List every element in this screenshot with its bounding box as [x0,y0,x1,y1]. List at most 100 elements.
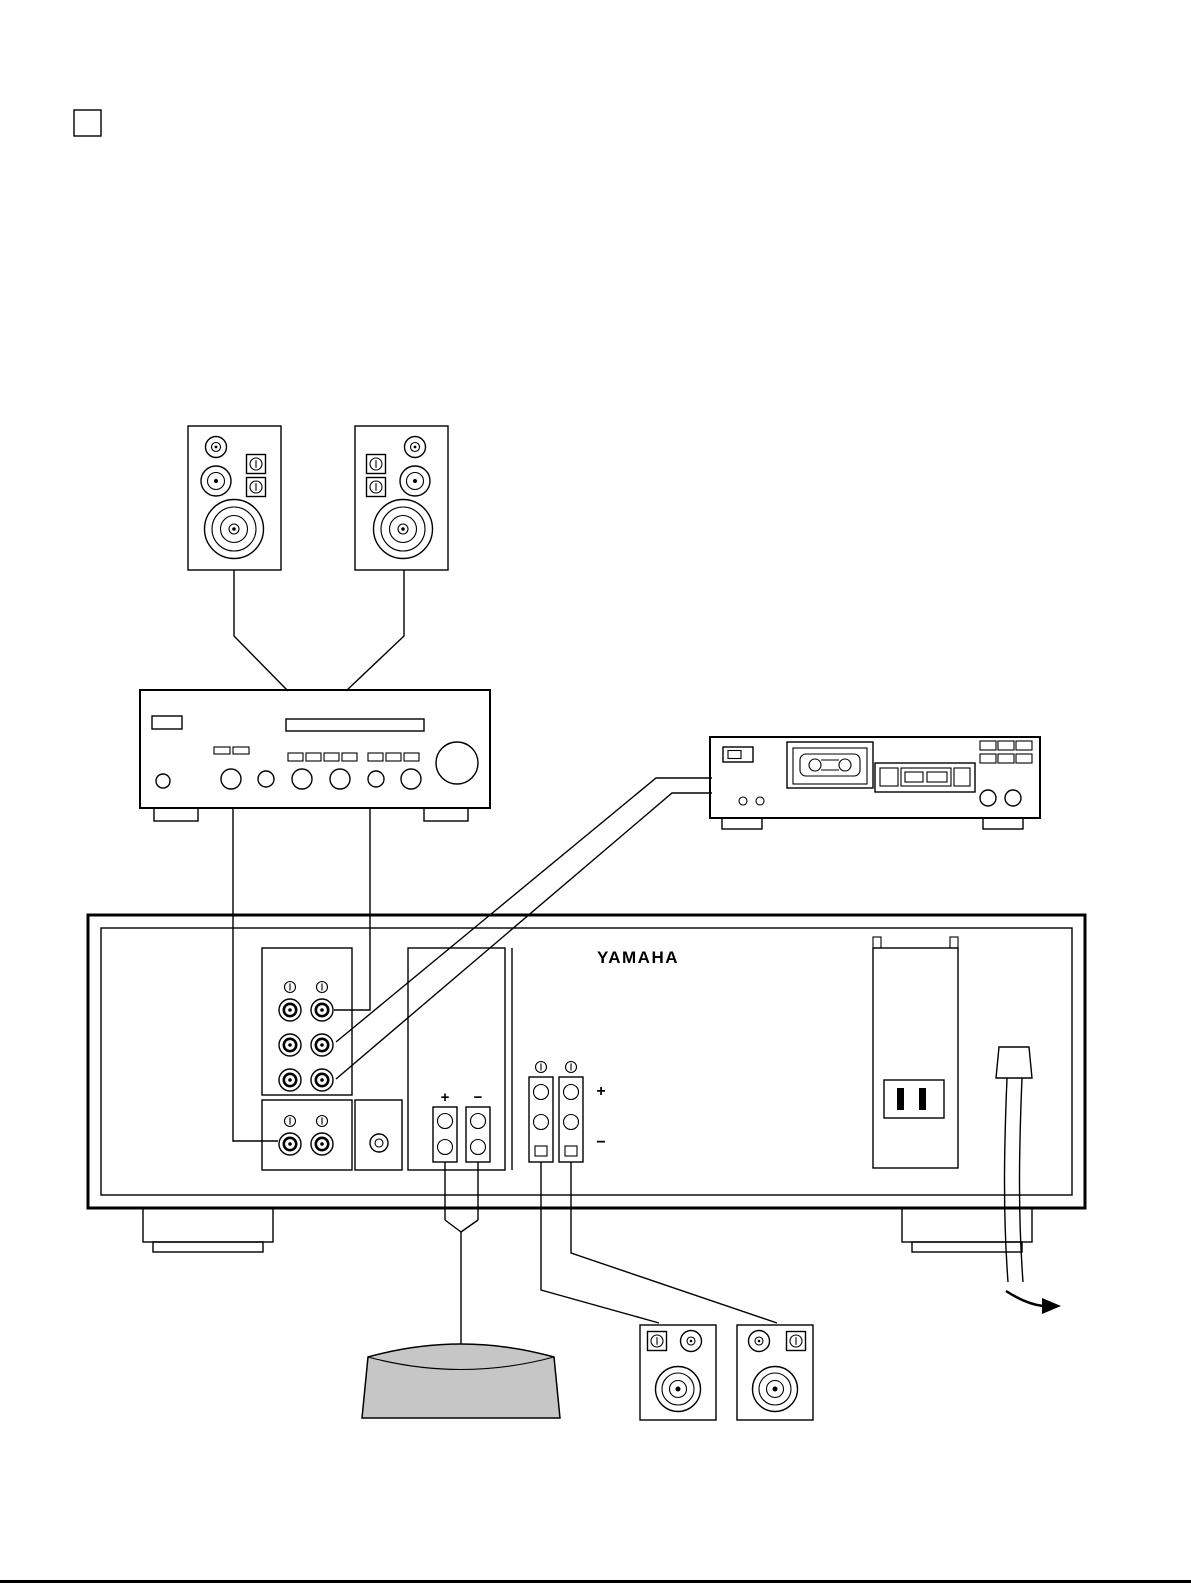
clip-hole [469,1112,487,1130]
ground-terminal-group [354,1099,403,1171]
cord-strain-relief [995,1046,1033,1079]
panel-tab [872,936,882,949]
small-speaker-wire-right [570,1162,778,1324]
foot-base [152,1241,264,1253]
clip-hole [436,1138,454,1156]
clip-hole [532,1113,550,1131]
button-icon [367,752,384,762]
rear-speaker-left [187,425,282,571]
plus-label: + [441,1089,450,1106]
deck-cable-rec [335,792,712,1080]
ac-outlet-group [872,936,959,1169]
knob-icon [1004,789,1022,807]
button-icon [1015,740,1033,751]
speaker-cabinet [639,1324,717,1421]
button-icon [997,753,1015,764]
tweeter-icon [747,1329,771,1353]
foot [153,807,199,822]
minus-label: − [474,1089,483,1106]
jack-box [261,1099,353,1171]
knob-icon [400,768,422,790]
foot [982,817,1024,830]
cassette-deck [709,736,1041,830]
subwoofer [361,1343,561,1419]
speaker-wire-left [233,570,289,692]
cord-line [1003,1077,1009,1283]
spring-clip-terminal [432,1106,458,1163]
outlet-panel [872,947,959,1169]
channel-marker-icon [315,980,329,994]
foot [142,1207,274,1243]
channel-marker-icon [315,1114,329,1128]
port-icon [204,435,228,459]
small-speaker-left [639,1324,717,1421]
mic-jack-icon [738,796,748,806]
deck-cable-play [335,777,712,1043]
brand-logo: YAMAHA [597,948,679,967]
panel-tab [949,936,959,949]
channel-marker-icon [564,1060,578,1074]
input-jack-group [261,947,353,1096]
knob-icon [367,770,385,788]
foot [423,807,469,822]
rca-jack [309,997,335,1023]
woofer-icon [203,498,265,560]
rca-jack [277,997,303,1023]
small-speaker-wire-left [540,1162,660,1324]
spring-clip-terminal [465,1106,491,1163]
rca-jack [309,1067,335,1093]
button-icon [323,752,340,762]
speaker-cabinet [187,425,282,571]
spring-clip-terminal [528,1076,554,1163]
receiver-rear-panel: YAMAHA + [86,913,1087,1283]
amp-cable-right [334,808,371,1011]
clip-hole [436,1112,454,1130]
driver-icon [200,465,232,497]
channel-marker-icon [534,1060,548,1074]
volume-knob-icon [435,741,479,785]
rear-panel-outer [86,913,1087,1210]
clip-detail [534,1145,548,1157]
ac-outlet-icon [883,1079,945,1119]
rear-speaker-right [354,425,449,571]
amplifier-body [139,689,491,809]
phones-jack-icon [155,773,171,789]
rear-panel-inner [100,927,1073,1196]
power-switch-icon [722,746,754,763]
subwoofer-top-seam [367,1356,555,1371]
button-icon [287,752,304,762]
button-icon [385,752,402,762]
front-speaker-terminal-group: + − [407,947,506,1171]
foot [901,1207,1033,1243]
foot [721,817,763,830]
knob-icon [979,789,997,807]
knob-icon [329,768,351,790]
foot-base [911,1241,1023,1253]
jack-box [354,1099,403,1171]
rca-jack [309,1032,335,1058]
clip-hole [532,1083,550,1101]
amplifier-front [139,689,491,822]
rca-jack [277,1067,303,1093]
speaker-cabinet [354,425,449,571]
woofer-icon [654,1365,702,1413]
woofer-icon [372,498,434,560]
speaker-terminal-icon [365,476,387,498]
clip-hole [469,1138,487,1156]
page-bottom-rule [0,1580,1191,1583]
button-icon [341,752,358,762]
power-cord-direction-arrow-icon [1005,1289,1061,1314]
knob-icon [220,768,242,790]
rca-jack [277,1131,303,1157]
button-icon [213,746,231,755]
switch-detail [727,749,742,760]
driver-icon [399,465,431,497]
clip-hole [562,1113,580,1131]
cassette-door-icon [786,741,874,789]
port-icon [403,435,427,459]
button-icon [305,752,322,762]
button-icon [403,752,420,762]
speaker-terminal-icon [245,453,267,475]
knob-icon [257,770,275,788]
counter-display [874,762,976,793]
